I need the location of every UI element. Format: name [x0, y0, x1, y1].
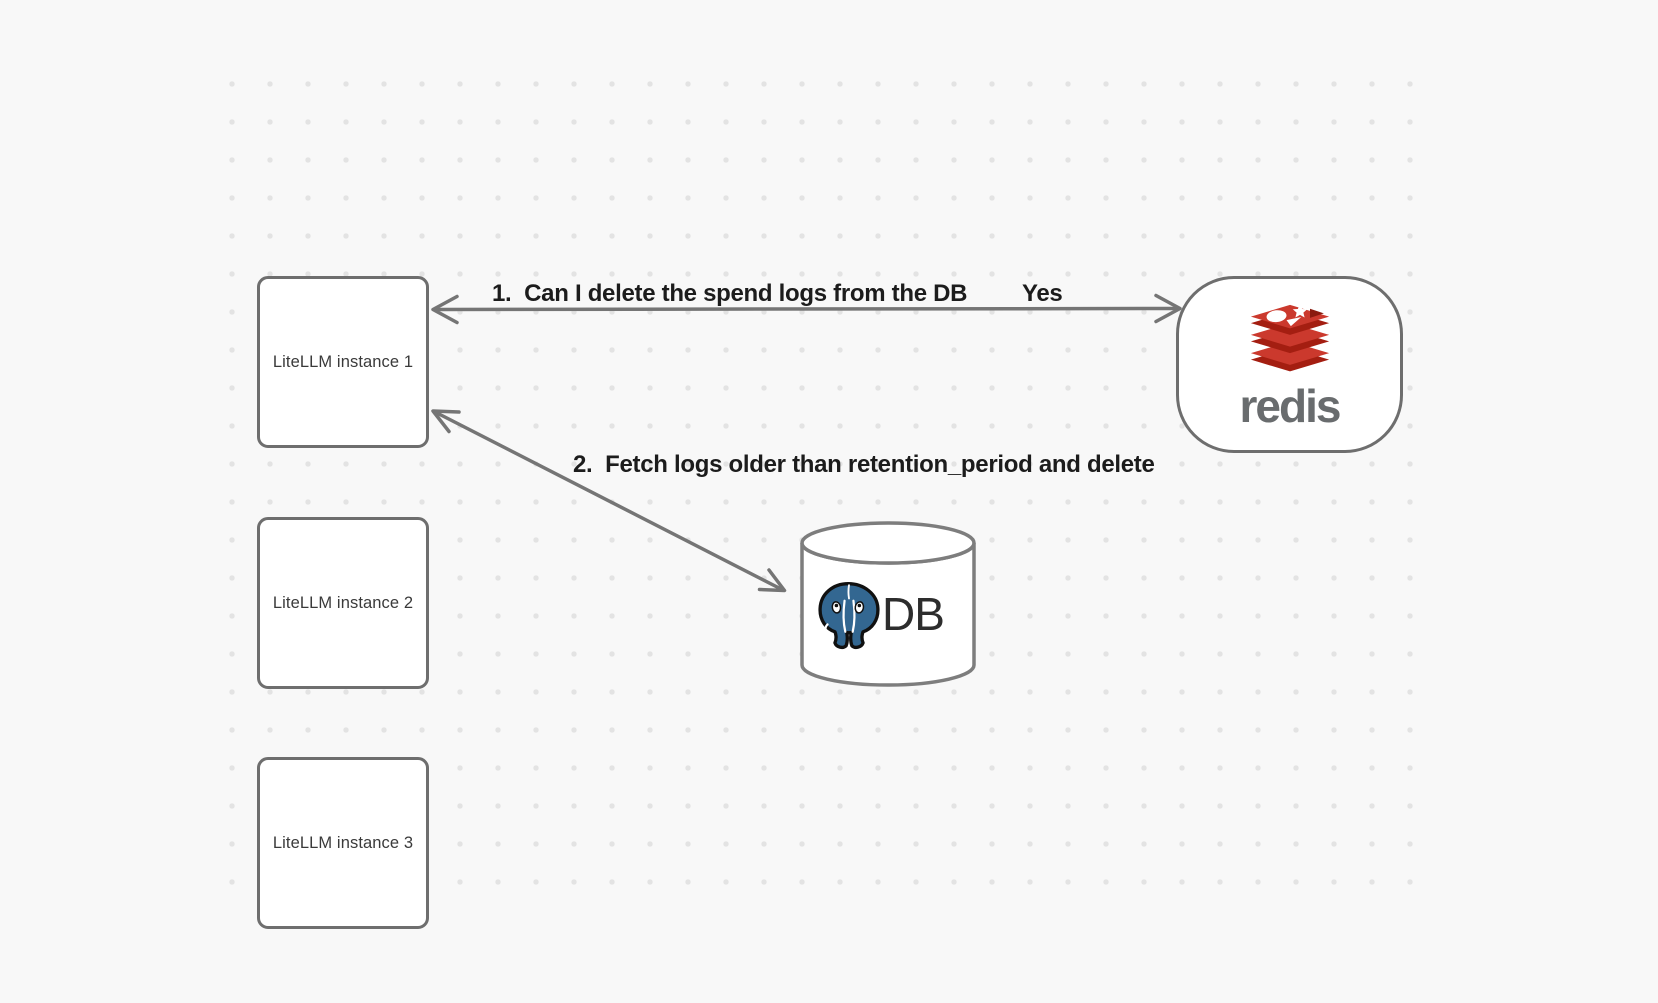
db-label: DB: [882, 588, 945, 640]
arrow1-response-label[interactable]: Yes: [1022, 280, 1063, 307]
redis-wordmark: redis: [1239, 379, 1342, 432]
arrow1-question-label[interactable]: 1. Can I delete the spend logs from the …: [492, 280, 968, 307]
node-litellm-instance-3[interactable]: LiteLLM instance 3: [257, 757, 429, 929]
node-litellm-instance-2[interactable]: LiteLLM instance 2: [257, 517, 429, 689]
database-cylinder-shape: [800, 521, 976, 687]
node-db[interactable]: DB: [798, 520, 978, 690]
node-redis[interactable]: redis: [1176, 276, 1403, 453]
redis-logo-icon: [1250, 303, 1329, 371]
node-label: LiteLLM instance 1: [272, 352, 414, 371]
node-label: LiteLLM instance 3: [272, 833, 414, 852]
arrow2-label[interactable]: 2. Fetch logs older than retention_perio…: [573, 451, 1155, 478]
node-litellm-instance-1[interactable]: LiteLLM instance 1: [257, 276, 429, 448]
postgresql-elephant-icon: [818, 582, 880, 650]
node-label: LiteLLM instance 2: [272, 593, 414, 612]
